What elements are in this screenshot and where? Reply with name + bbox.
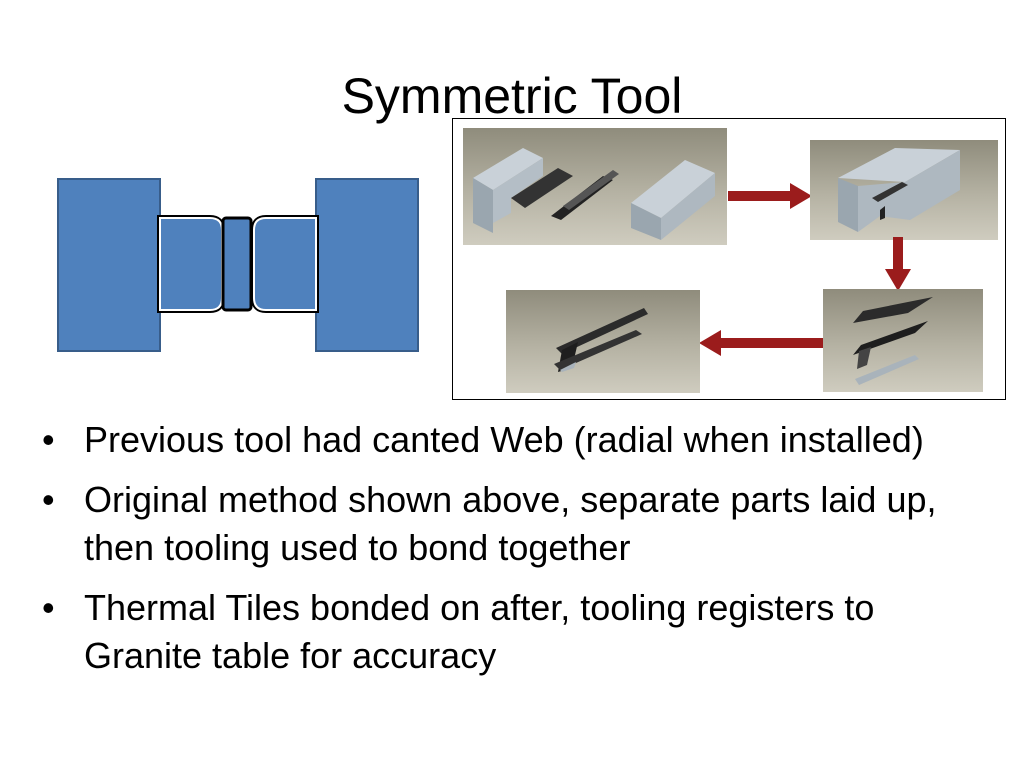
bullet-item: • Original method shown above, separate … bbox=[42, 476, 1002, 572]
i-beam-icon bbox=[554, 308, 648, 372]
bullet-text: Thermal Tiles bonded on after, tooling r… bbox=[84, 587, 875, 676]
arrow-down-icon bbox=[885, 237, 911, 291]
bullet-item: • Previous tool had canted Web (radial w… bbox=[42, 416, 1002, 464]
right-channel-inner bbox=[253, 217, 317, 311]
symmetric-tool-diagram bbox=[57, 178, 419, 352]
slide-title: Symmetric Tool bbox=[341, 68, 683, 124]
process-step-exploded-laminates bbox=[823, 289, 983, 392]
left-channel-inner bbox=[159, 217, 223, 311]
arrow-right-icon bbox=[728, 183, 812, 209]
tooling-blocks-together-icon bbox=[838, 148, 960, 232]
bullet-text: Original method shown above, separate pa… bbox=[84, 479, 937, 568]
center-web bbox=[221, 216, 253, 312]
process-step-separate-parts bbox=[463, 128, 727, 245]
bullet-list: • Previous tool had canted Web (radial w… bbox=[42, 416, 1002, 692]
bullet-dot: • bbox=[42, 587, 55, 628]
bullet-dot: • bbox=[42, 479, 55, 520]
process-step-assembled-tool bbox=[810, 140, 998, 240]
right-tool-block bbox=[315, 178, 419, 352]
process-illustration bbox=[452, 118, 1006, 400]
arrow-left-icon bbox=[699, 330, 823, 356]
left-tool-block bbox=[57, 178, 161, 352]
laminate-stack-icon bbox=[853, 297, 933, 385]
tooling-blocks-apart-icon bbox=[473, 148, 715, 240]
process-step-bonded-beam bbox=[506, 290, 700, 393]
bullet-item: • Thermal Tiles bonded on after, tooling… bbox=[42, 584, 1002, 680]
bullet-dot: • bbox=[42, 419, 55, 460]
bullet-text: Previous tool had canted Web (radial whe… bbox=[84, 419, 924, 460]
